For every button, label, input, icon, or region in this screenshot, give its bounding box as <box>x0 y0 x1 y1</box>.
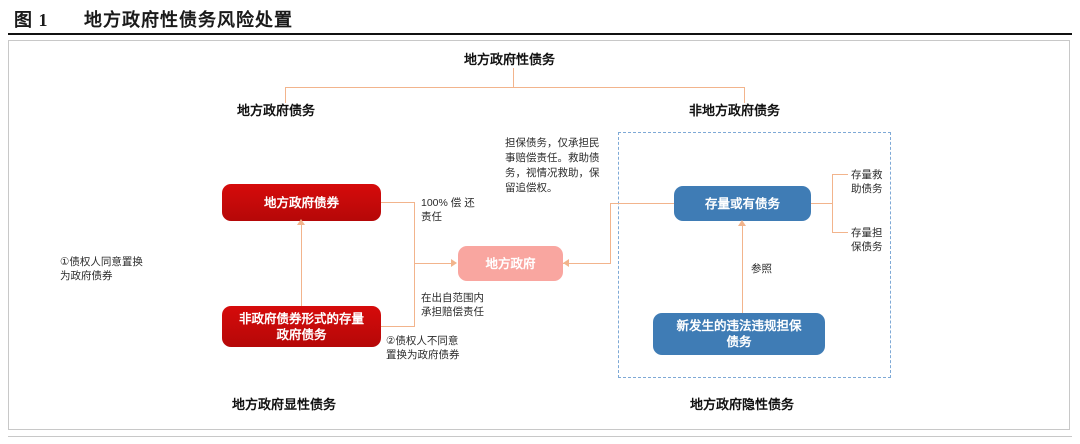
node-non-bond-stock-debt[interactable]: 非政府债券形式的存量 政府债务 <box>222 306 381 347</box>
node-local-gov-bond[interactable]: 地方政府债券 <box>222 184 381 221</box>
annotation-stock-guarantee-debt-line2: 保债务 <box>851 241 883 253</box>
figure-title-bar: 图 1 地方政府性债务风险处置 <box>0 0 1080 34</box>
annotation-stock-rescue-debt-line2: 助债务 <box>851 183 883 195</box>
connector-bracket-spine <box>832 174 834 233</box>
annotation-stock-rescue-debt-line1: 存量救 <box>851 169 883 181</box>
annotation-guarantee-note-line3: 务，视情况救助，保 <box>505 167 600 179</box>
connector-gov-right <box>563 263 611 265</box>
connector-swap-up <box>301 221 303 306</box>
arrow-refer-up <box>738 220 746 226</box>
connector-refer-up <box>742 223 744 313</box>
annotation-guarantee-note: 担保债务，仅承担民 事赔偿责任。救助债 务，视情况救助，保 留追偿权。 <box>505 136 617 196</box>
connector-bond-down <box>414 202 416 264</box>
annotation-guarantee-note-line2: 事赔偿责任。救助债 <box>505 152 600 164</box>
diagram-frame <box>8 40 1070 430</box>
node-new-illegal-guarantee-debt-label-1: 新发生的违法违规担保 <box>676 319 802 333</box>
node-stock-contingent-debt-label: 存量或有债务 <box>704 196 780 211</box>
annotation-swap-disagree-line1: ②债权人不同意 <box>386 335 459 347</box>
connector-bracket-top <box>832 174 848 176</box>
connector-contingent-down <box>610 203 612 264</box>
implicit-debt-region <box>618 132 891 378</box>
right-branch-label: 非地方政府债务 <box>689 103 781 118</box>
node-stock-contingent-debt[interactable]: 存量或有债务 <box>674 186 811 221</box>
connector-bond-to-gov <box>414 263 452 265</box>
node-new-illegal-guarantee-debt-label-2: 债务 <box>726 335 752 349</box>
bottom-divider <box>8 436 1072 437</box>
left-branch-label: 地方政府债务 <box>237 103 316 118</box>
annotation-stock-guarantee-debt-line1: 存量担 <box>851 227 883 239</box>
connector-nonbond-up <box>414 263 416 327</box>
annotation-refer: 参照 <box>751 263 772 275</box>
page-title: 地方政府性债务风险处置 <box>84 10 293 30</box>
title-divider <box>8 33 1072 35</box>
node-non-bond-stock-debt-label-1: 非政府债券形式的存量 <box>238 311 364 326</box>
figure-number: 图 1 <box>14 10 49 30</box>
connector-bond-right <box>381 202 415 204</box>
connector-root-span <box>285 87 745 89</box>
arrow-into-gov-left <box>451 259 457 267</box>
left-footer-label: 地方政府显性债务 <box>232 397 337 412</box>
connector-bracket-bottom <box>832 232 848 234</box>
node-new-illegal-guarantee-debt[interactable]: 新发生的违法违规担保 债务 <box>653 313 825 355</box>
annotation-swap-disagree-line2: 置换为政府债券 <box>386 349 460 361</box>
node-local-gov-bond-label: 地方政府债券 <box>263 195 339 210</box>
annotation-limited-liability-line2: 承担赔偿责任 <box>421 306 484 318</box>
annotation-stock-guarantee-debt: 存量担 保债务 <box>851 226 921 254</box>
arrow-swap-up <box>297 219 305 225</box>
connector-contingent-left <box>610 203 674 205</box>
annotation-full-repay-line1: 100% 偿 还 <box>421 197 475 209</box>
arrow-into-gov-right <box>563 259 569 267</box>
connector-bracket-stem <box>811 203 833 205</box>
annotation-limited-liability: 在出自范围内 承担赔偿责任 <box>421 291 551 319</box>
annotation-limited-liability-line1: 在出自范围内 <box>421 292 484 304</box>
connector-nonbond-right <box>381 326 415 328</box>
annotation-swap-agree-line2: 为政府债券 <box>60 270 113 282</box>
node-local-government-label: 地方政府 <box>485 256 536 271</box>
connector-left-drop <box>285 87 287 103</box>
annotation-swap-disagree: ②债权人不同意 置换为政府债券 <box>386 334 516 362</box>
annotation-full-repay-line2: 责任 <box>421 211 442 223</box>
right-footer-label: 地方政府隐性债务 <box>690 397 795 412</box>
annotation-swap-agree: ①债权人同意置换 为政府债券 <box>60 255 190 283</box>
annotation-full-repay: 100% 偿 还 责任 <box>421 196 531 224</box>
annotation-guarantee-note-line4: 留追偿权。 <box>505 182 558 194</box>
node-non-bond-stock-debt-label-2: 政府债务 <box>276 327 327 342</box>
connector-right-drop <box>744 87 746 103</box>
annotation-swap-agree-line1: ①债权人同意置换 <box>60 256 143 268</box>
annotation-guarantee-note-line1: 担保债务，仅承担民 <box>505 137 600 149</box>
root-label: 地方政府性债务 <box>464 52 556 67</box>
connector-root-stem <box>513 68 515 88</box>
node-local-government[interactable]: 地方政府 <box>458 246 563 281</box>
annotation-stock-rescue-debt: 存量救 助债务 <box>851 168 921 196</box>
